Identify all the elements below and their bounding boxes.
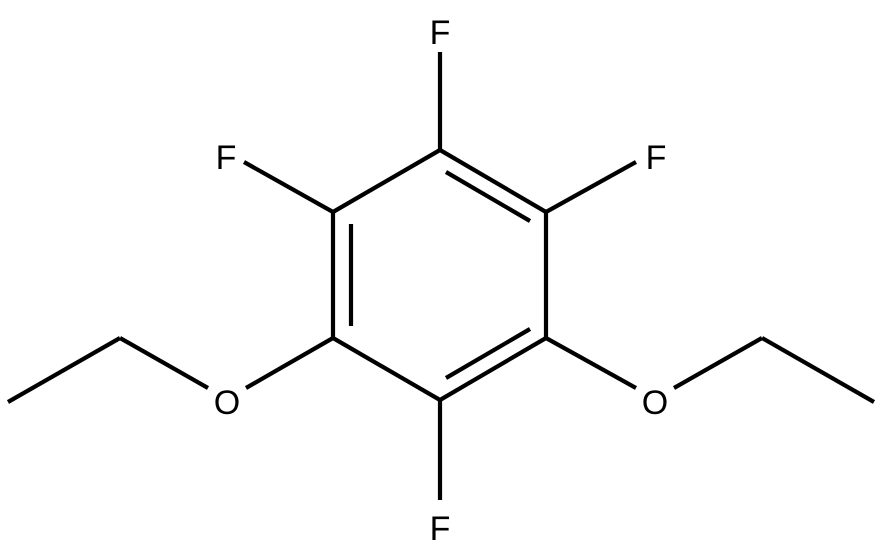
- ring-bond-bottom-left: [331, 336, 442, 402]
- atom-f-upper-left: F: [216, 139, 237, 177]
- ring-bond-bottom-right: [438, 336, 548, 402]
- bond-ch2-ch3-right: [760, 336, 876, 404]
- bond-o-ch2-right: [672, 336, 764, 390]
- atom-f-bottom: F: [430, 510, 451, 548]
- bond-c-o-right: [544, 336, 638, 390]
- substituent-bonds: [6, 52, 876, 500]
- atom-f-top: F: [430, 14, 451, 52]
- bond-o-ch2-left: [118, 336, 210, 390]
- atom-f-upper-right: F: [646, 139, 667, 177]
- ring-bond-top-left: [331, 148, 442, 214]
- benzene-ring: [330, 148, 549, 402]
- atom-o-left: O: [214, 384, 240, 422]
- ring-bond-bottom-right-inner: [444, 327, 532, 380]
- bond-c-f-upper-right: [544, 160, 638, 214]
- atom-o-right: O: [642, 384, 668, 422]
- bond-c-o-left: [244, 336, 335, 390]
- bond-ch2-ch3-left: [6, 336, 122, 404]
- ring-bond-top-right: [438, 148, 548, 214]
- atom-labels: F F F F O O: [214, 14, 668, 548]
- bond-c-f-upper-left: [242, 160, 335, 214]
- ring-bond-top-right-inner: [444, 170, 532, 223]
